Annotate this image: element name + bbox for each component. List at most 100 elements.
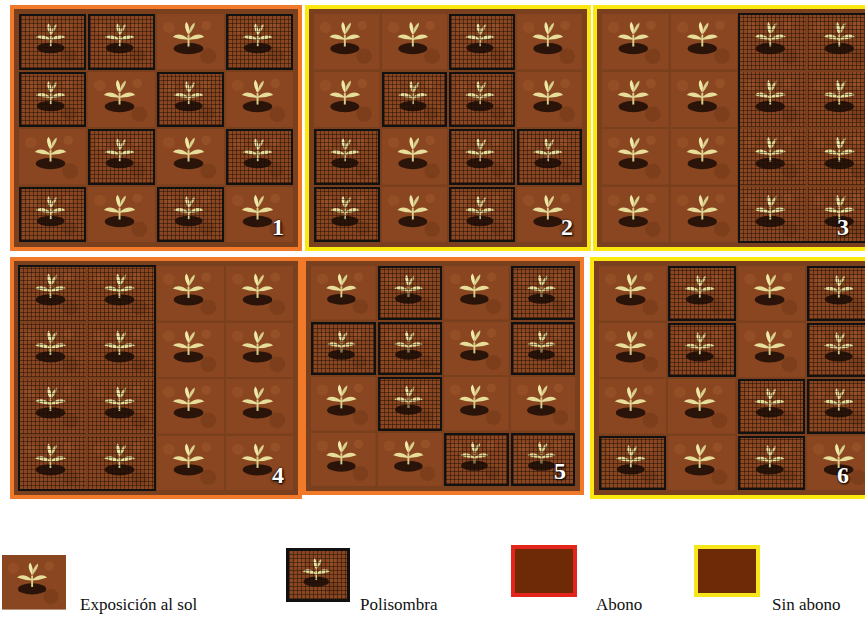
shade-cell xyxy=(449,72,515,128)
shade-net xyxy=(159,189,222,241)
shade-cell xyxy=(382,72,448,128)
shade-net xyxy=(21,74,84,126)
sun-cell xyxy=(599,379,666,434)
sun-cell xyxy=(311,433,376,487)
plot-field: 2 xyxy=(305,5,591,251)
shade-net xyxy=(19,379,86,434)
shade-cell xyxy=(807,323,865,378)
shade-cell xyxy=(378,322,443,376)
plot-field: 6 xyxy=(590,257,865,499)
sun-cell xyxy=(517,72,583,128)
plot-field: 5 xyxy=(302,257,584,495)
shade-cell xyxy=(668,266,735,321)
sun-cell xyxy=(19,129,86,185)
sun-cell xyxy=(157,323,224,378)
sun-cell xyxy=(668,379,735,434)
sun-cell xyxy=(671,187,738,243)
shade-cell xyxy=(226,129,293,185)
shade-cell xyxy=(808,129,865,185)
sun-cell xyxy=(602,72,669,128)
legend-text: Abono xyxy=(596,596,642,613)
shade-cell xyxy=(19,266,86,321)
shade-net xyxy=(90,16,153,68)
shade-net xyxy=(739,129,806,185)
shade-net xyxy=(384,74,446,126)
shade-block-border xyxy=(738,13,865,243)
shade-net xyxy=(289,551,347,599)
shade-net xyxy=(88,323,155,378)
shade-cell xyxy=(511,266,576,320)
shade-cell xyxy=(88,266,155,321)
sun-cell xyxy=(226,379,293,434)
sun-cell xyxy=(382,129,448,185)
shade-net xyxy=(451,74,513,126)
shade-cell xyxy=(739,72,806,128)
shade-cell xyxy=(517,129,583,185)
shade-cell xyxy=(314,129,380,185)
shade-cell xyxy=(808,187,865,243)
shade-net xyxy=(739,14,806,70)
shade-cell xyxy=(739,187,806,243)
shade-cell xyxy=(19,379,86,434)
shade-cell xyxy=(314,187,380,243)
shade-net xyxy=(316,189,378,241)
shade-net xyxy=(808,187,865,243)
sun-cell xyxy=(599,323,666,378)
shade-cell xyxy=(88,14,155,70)
sun-cell xyxy=(157,129,224,185)
shade-cell xyxy=(738,436,805,491)
sun-cell xyxy=(671,129,738,185)
shade-net xyxy=(228,131,291,183)
legend-swatch xyxy=(511,545,577,597)
shade-net xyxy=(316,131,378,183)
sun-cell xyxy=(738,323,805,378)
plot-number: 4 xyxy=(272,463,284,487)
shade-net xyxy=(513,324,574,374)
shade-net xyxy=(739,72,806,128)
shade-net xyxy=(809,268,865,319)
shade-net xyxy=(740,381,803,432)
shade-cell xyxy=(19,323,86,378)
shade-net xyxy=(740,438,803,489)
plot-number: 6 xyxy=(837,463,849,487)
shade-cell xyxy=(157,72,224,128)
sun-cell xyxy=(671,14,738,70)
shade-net xyxy=(88,266,155,321)
legend-sample xyxy=(2,555,66,613)
shade-net xyxy=(313,324,374,374)
sun-cell xyxy=(382,14,448,70)
shade-cell xyxy=(808,72,865,128)
plot-field: 1 xyxy=(10,5,302,251)
sun-cell xyxy=(314,72,380,128)
shade-cell xyxy=(511,322,576,376)
shade-net xyxy=(88,379,155,434)
shade-cell xyxy=(19,14,86,70)
shade-cell xyxy=(807,379,865,434)
shade-cell xyxy=(88,379,155,434)
shade-cell xyxy=(449,129,515,185)
plot-field: 4 xyxy=(10,257,302,499)
plot-number: 2 xyxy=(561,215,573,239)
sun-cell xyxy=(671,72,738,128)
shade-cell xyxy=(599,436,666,491)
shade-cell xyxy=(19,436,86,491)
sun-cell xyxy=(157,266,224,321)
shade-net xyxy=(451,16,513,68)
sun-cell xyxy=(668,436,735,491)
shade-net xyxy=(380,268,441,318)
shade-net xyxy=(808,14,865,70)
shade-net xyxy=(90,131,153,183)
shade-net xyxy=(670,268,733,319)
shade-net xyxy=(19,436,86,491)
sun-cell xyxy=(157,14,224,70)
sun-cell xyxy=(226,266,293,321)
sun-cell xyxy=(88,187,155,243)
sun-cell xyxy=(602,129,669,185)
sun-cell xyxy=(88,72,155,128)
sun-cell xyxy=(807,436,865,491)
legend-text: Sin abono xyxy=(772,596,840,613)
shade-cell xyxy=(378,377,443,431)
shade-cell xyxy=(157,187,224,243)
plot-number: 3 xyxy=(837,215,849,239)
shade-cell xyxy=(807,266,865,321)
